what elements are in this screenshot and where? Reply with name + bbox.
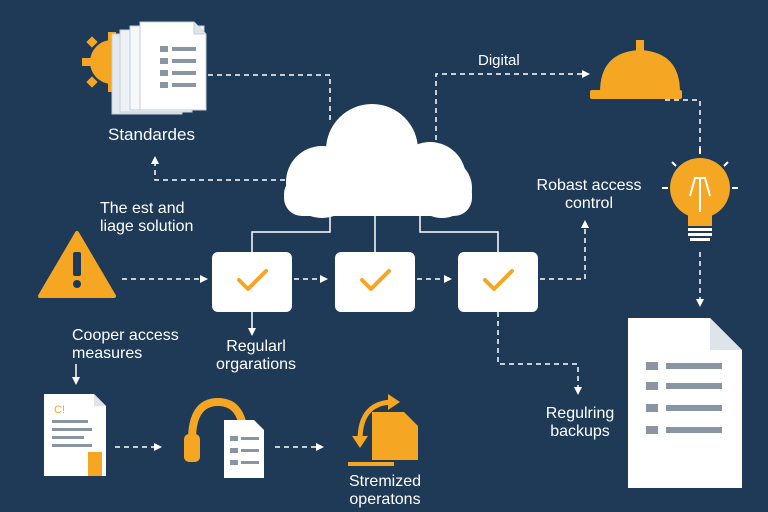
lightbulb-icon bbox=[662, 148, 738, 241]
connector-cloud-digital bbox=[435, 70, 590, 140]
label-standards: Standardes bbox=[108, 125, 195, 144]
document-icon bbox=[44, 394, 106, 476]
connector-cloud-standards bbox=[151, 156, 285, 181]
hard-hat-icon bbox=[590, 40, 682, 99]
document-stack-icon bbox=[82, 21, 207, 115]
connector-check3-backups bbox=[497, 312, 582, 395]
label-test-stage: The est and liage solution bbox=[100, 200, 194, 235]
connector-standards-cloud bbox=[208, 74, 331, 122]
connector-cloud-check3 bbox=[419, 216, 499, 252]
cloud-icon bbox=[284, 104, 472, 218]
connector-check3-robust bbox=[540, 220, 589, 280]
label-streamlined-ops: Stremized operatons bbox=[348, 473, 422, 508]
label-regular-org: Regularl orgarations bbox=[215, 338, 297, 373]
connector-hat-bulb bbox=[665, 99, 701, 148]
refresh-arrow-icon bbox=[348, 394, 418, 466]
check-card-1 bbox=[212, 252, 292, 312]
label-robust-access: Robast access control bbox=[536, 177, 642, 212]
label-requiring-backups: Regulring backups bbox=[545, 405, 615, 440]
warning-icon bbox=[38, 231, 116, 298]
check-card-2 bbox=[335, 252, 415, 312]
checkbox-icon bbox=[212, 252, 538, 312]
document-icon bbox=[628, 318, 742, 488]
connector-cloud-check1 bbox=[251, 216, 331, 252]
connectors bbox=[72, 70, 704, 451]
label-digital: Digital bbox=[478, 52, 520, 69]
document-tag: C! bbox=[54, 404, 65, 416]
headset-icon bbox=[184, 397, 264, 478]
label-cooper-access: Cooper access measures bbox=[72, 327, 179, 362]
check-card-3 bbox=[458, 252, 538, 312]
